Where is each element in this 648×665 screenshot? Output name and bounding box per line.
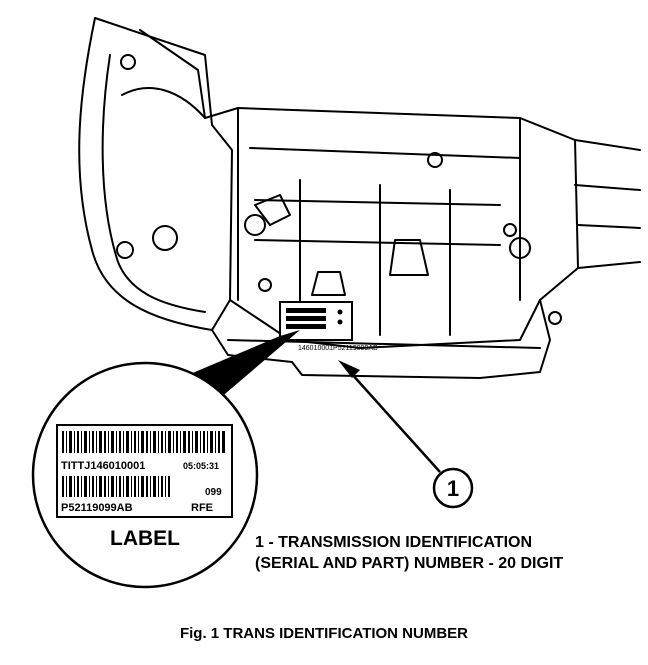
inset-caption: LABEL xyxy=(110,527,180,550)
label-time: 05:05:31 xyxy=(183,461,219,471)
callout-number: 1 xyxy=(447,476,459,501)
callout-leader xyxy=(349,371,441,473)
bell-housing xyxy=(78,17,233,331)
legend-line-2: (SERIAL AND PART) NUMBER - 20 DIGIT xyxy=(255,555,564,572)
extension-housing xyxy=(574,139,641,151)
label-model: RFE xyxy=(191,502,213,514)
barcode-top xyxy=(62,431,225,453)
arrowhead xyxy=(338,360,360,378)
main-case xyxy=(204,107,579,349)
figure-caption: Fig. 1 TRANS IDENTIFICATION NUMBER xyxy=(179,625,469,642)
label-serial: TITTJ146010001 xyxy=(61,460,145,472)
label-part-number: P52119099AB xyxy=(61,502,133,514)
legend-line-1: 1 - TRANSMISSION IDENTIFICATION xyxy=(255,534,533,551)
case-label-small-text: 146010001P52119099AB xyxy=(298,345,378,352)
barcode-bottom xyxy=(62,476,170,497)
callout-circle xyxy=(432,467,474,509)
label-code: 099 xyxy=(205,487,222,498)
